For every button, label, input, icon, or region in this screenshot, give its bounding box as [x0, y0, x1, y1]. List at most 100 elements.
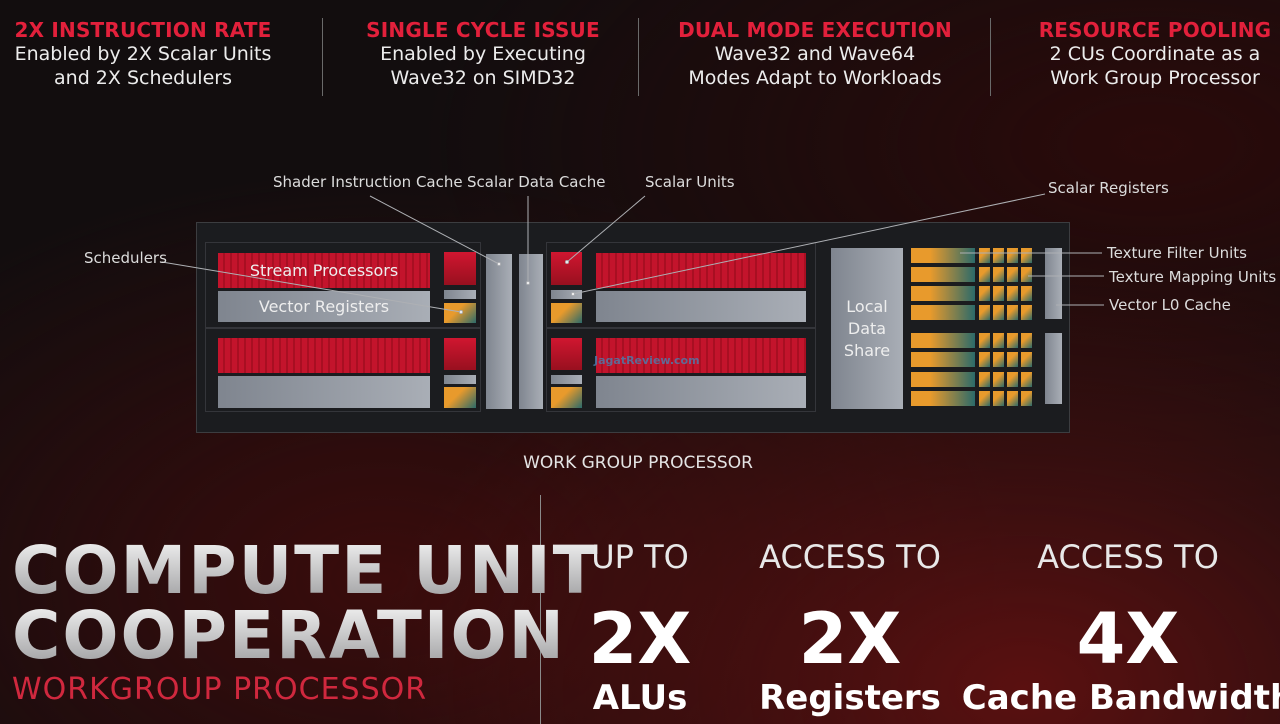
label-scalar-units: Scalar Units	[645, 173, 735, 191]
label-vector-l0-cache: Vector L0 Cache	[1109, 296, 1231, 314]
diagram-caption: WORK GROUP PROCESSOR	[523, 453, 753, 473]
texture-mapping-unit	[1007, 286, 1018, 301]
texture-mapping-unit	[993, 305, 1004, 320]
shader-instruction-cache	[486, 254, 512, 409]
vector-registers	[596, 376, 806, 408]
texture-filter-unit	[911, 267, 975, 282]
texture-mapping-unit	[979, 286, 990, 301]
vector-registers	[218, 376, 430, 408]
texture-filter-unit	[911, 372, 975, 387]
label-scalar-data-cache: Scalar Data Cache	[467, 173, 606, 191]
vector-l0-cache	[1045, 248, 1062, 319]
texture-mapping-unit	[1021, 248, 1032, 263]
texture-mapping-unit	[979, 248, 990, 263]
vector-registers: Vector Registers	[218, 291, 430, 322]
texture-mapping-unit	[993, 267, 1004, 282]
texture-mapping-unit	[1021, 391, 1032, 406]
feature-text: Enabled by Executing	[380, 43, 586, 65]
cu-simd-block	[546, 328, 816, 412]
title-subtitle: WORKGROUP PROCESSOR	[12, 672, 428, 707]
label-scalar-registers: Scalar Registers	[1048, 179, 1169, 197]
texture-mapping-unit	[979, 372, 990, 387]
cu-simd-block	[205, 242, 481, 328]
texture-mapping-unit	[1021, 352, 1032, 367]
texture-mapping-unit	[993, 352, 1004, 367]
scalar-register	[444, 375, 476, 384]
scalar-unit	[444, 338, 476, 370]
feature-text: and 2X Schedulers	[54, 67, 232, 89]
scheduler	[551, 387, 582, 408]
texture-mapping-unit	[1007, 267, 1018, 282]
texture-mapping-unit	[1007, 248, 1018, 263]
scalar-register	[444, 290, 476, 299]
feature-text: 2 CUs Coordinate as a	[1049, 43, 1261, 65]
feature-title: DUAL MODE EXECUTION	[678, 18, 952, 42]
texture-mapping-unit	[1021, 286, 1032, 301]
watermark: JagatReview.com	[594, 354, 700, 367]
lds-label: Data	[847, 318, 887, 338]
cu-simd-block	[205, 328, 481, 412]
texture-mapping-unit	[993, 248, 1004, 263]
stat-value: 2X	[588, 598, 692, 680]
texture-mapping-unit	[993, 286, 1004, 301]
texture-mapping-unit	[993, 333, 1004, 348]
texture-mapping-unit	[979, 352, 990, 367]
feature-text: Work Group Processor	[1050, 67, 1260, 89]
stat-prefix: ACCESS TO	[759, 538, 941, 576]
texture-mapping-unit	[1007, 352, 1018, 367]
lds-label: Local	[846, 296, 888, 316]
scalar-unit	[551, 338, 582, 370]
cu-simd-block	[546, 242, 816, 328]
title-line-1: COMPUTE UNIT	[12, 532, 600, 609]
texture-mapping-unit	[979, 267, 990, 282]
stat-label: Registers	[759, 678, 941, 718]
texture-mapping-unit	[979, 391, 990, 406]
texture-mapping-unit	[1007, 305, 1018, 320]
texture-mapping-unit	[1021, 372, 1032, 387]
scalar-data-cache	[519, 254, 543, 409]
scalar-register	[551, 290, 582, 299]
vector-l0-cache	[1045, 333, 1062, 404]
texture-filter-unit	[911, 391, 975, 406]
scalar-unit	[551, 252, 582, 285]
label-texture-mapping-units: Texture Mapping Units	[1109, 268, 1277, 286]
vector-registers	[596, 291, 806, 322]
stat-prefix: UP TO	[591, 538, 689, 576]
scalar-register	[551, 375, 582, 384]
feature-title: RESOURCE POOLING	[1038, 18, 1272, 42]
stat-prefix: ACCESS TO	[1037, 538, 1219, 576]
stream-processors	[596, 338, 806, 373]
feature-text: Wave32 on SIMD32	[390, 67, 576, 89]
divider	[990, 18, 991, 96]
feature-text: Wave32 and Wave64	[714, 43, 916, 65]
feature-title: 2X INSTRUCTION RATE	[14, 18, 272, 42]
feature-title: SINGLE CYCLE ISSUE	[366, 18, 600, 42]
texture-filter-unit	[911, 248, 975, 263]
texture-filter-unit	[911, 333, 975, 348]
stat-value: 4X	[1076, 598, 1180, 680]
stream-processors: Stream Processors	[218, 253, 430, 288]
title-line-2: COOPERATION	[12, 597, 566, 674]
stat-label: ALUs	[592, 678, 688, 718]
divider	[540, 495, 541, 724]
lds-label: Share	[843, 340, 891, 360]
texture-mapping-unit	[993, 391, 1004, 406]
scheduler	[551, 303, 582, 323]
texture-filter-unit	[911, 352, 975, 367]
label-texture-filter-units: Texture Filter Units	[1107, 244, 1247, 262]
texture-mapping-unit	[979, 305, 990, 320]
texture-mapping-unit	[1007, 333, 1018, 348]
stat-label: Cache Bandwidth	[961, 678, 1280, 718]
texture-mapping-unit	[1007, 391, 1018, 406]
label-shader-instruction-cache: Shader Instruction Cache	[273, 173, 463, 191]
scheduler	[444, 387, 476, 408]
